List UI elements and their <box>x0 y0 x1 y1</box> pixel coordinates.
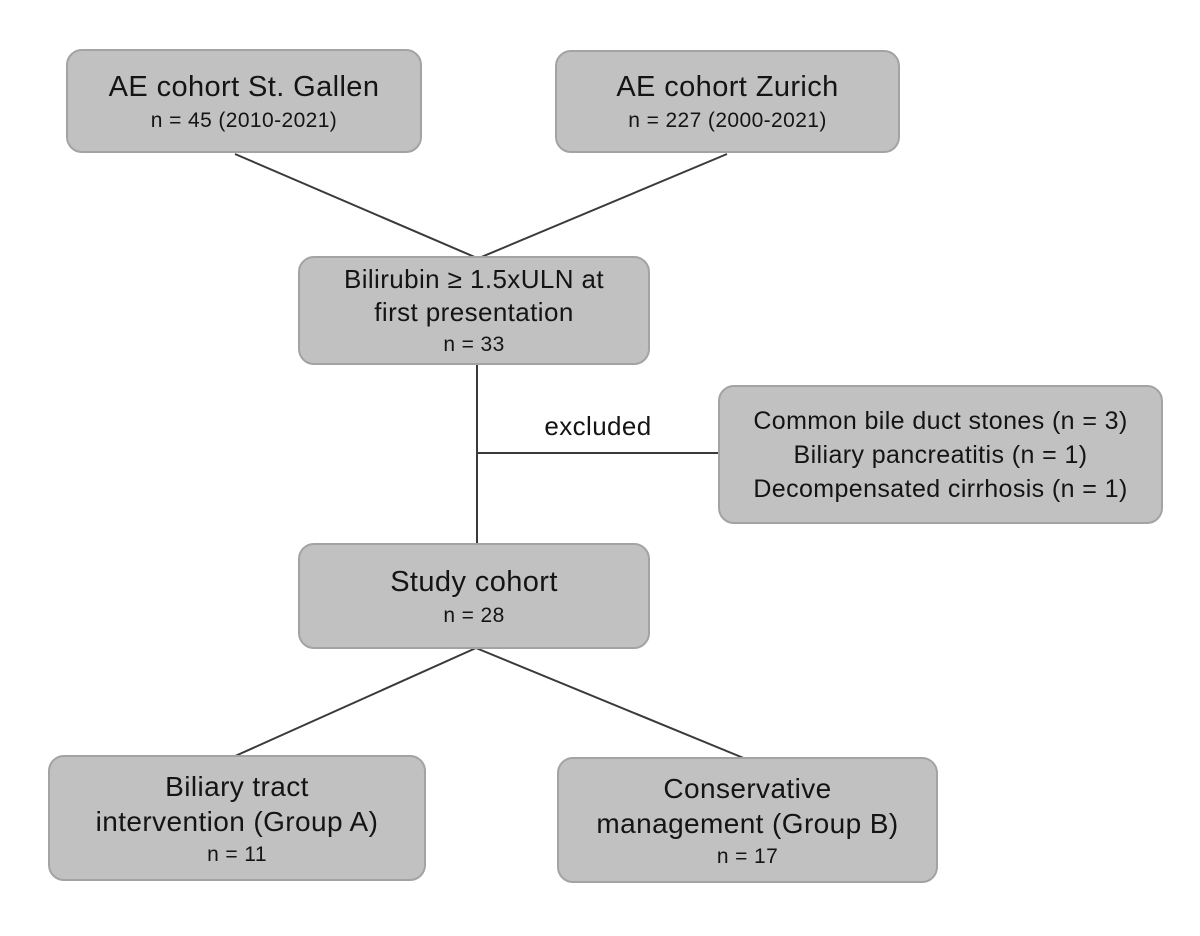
node-title: Study cohort <box>390 565 558 598</box>
node-count: n = 11 <box>207 842 267 866</box>
connector-stgallen-to-bilirubin <box>234 153 478 259</box>
node-bilirubin-criteria: Bilirubin ≥ 1.5xULN at first presentatio… <box>298 256 650 365</box>
node-count: n = 17 <box>716 844 779 868</box>
connector-zurich-to-bilirubin <box>478 153 728 259</box>
node-title: AE cohort Zurich <box>616 71 839 103</box>
node-count: n = 28 <box>443 603 505 627</box>
node-title: AE cohort St. Gallen <box>108 70 380 103</box>
node-title-line2: management (Group B) <box>596 807 899 839</box>
node-group-b-conservative-management: Conservative management (Group B) n = 17 <box>557 757 938 883</box>
node-title-line2: first presentation <box>374 297 574 327</box>
excluded-reason-2: Biliary pancreatitis (n = 1) <box>793 440 1088 469</box>
node-count: n = 45 (2010-2021) <box>150 108 338 132</box>
node-title-line1: Bilirubin ≥ 1.5xULN at <box>343 264 605 294</box>
excluded-edge-label: excluded <box>544 411 652 441</box>
node-study-cohort: Study cohort n = 28 <box>298 543 650 649</box>
node-title-line1: Biliary tract <box>165 770 309 802</box>
node-group-a-biliary-intervention: Biliary tract intervention (Group A) n =… <box>48 755 426 881</box>
connector-study-to-group-a <box>232 647 477 758</box>
node-count: n = 227 (2000-2021) <box>628 109 827 132</box>
excluded-reason-3: Decompensated cirrhosis (n = 1) <box>753 474 1128 503</box>
node-excluded-reasons: Common bile duct stones (n = 3) Biliary … <box>718 385 1163 524</box>
node-ae-cohort-zurich: AE cohort Zurich n = 227 (2000-2021) <box>555 50 900 153</box>
node-title-line1: Conservative <box>663 772 832 804</box>
node-title-line2: intervention (Group A) <box>95 805 379 837</box>
node-count: n = 33 <box>443 333 505 356</box>
excluded-reason-1: Common bile duct stones (n = 3) <box>753 406 1128 435</box>
node-ae-cohort-st-gallen: AE cohort St. Gallen n = 45 (2010-2021) <box>66 49 422 153</box>
connector-study-to-group-b <box>475 647 747 760</box>
